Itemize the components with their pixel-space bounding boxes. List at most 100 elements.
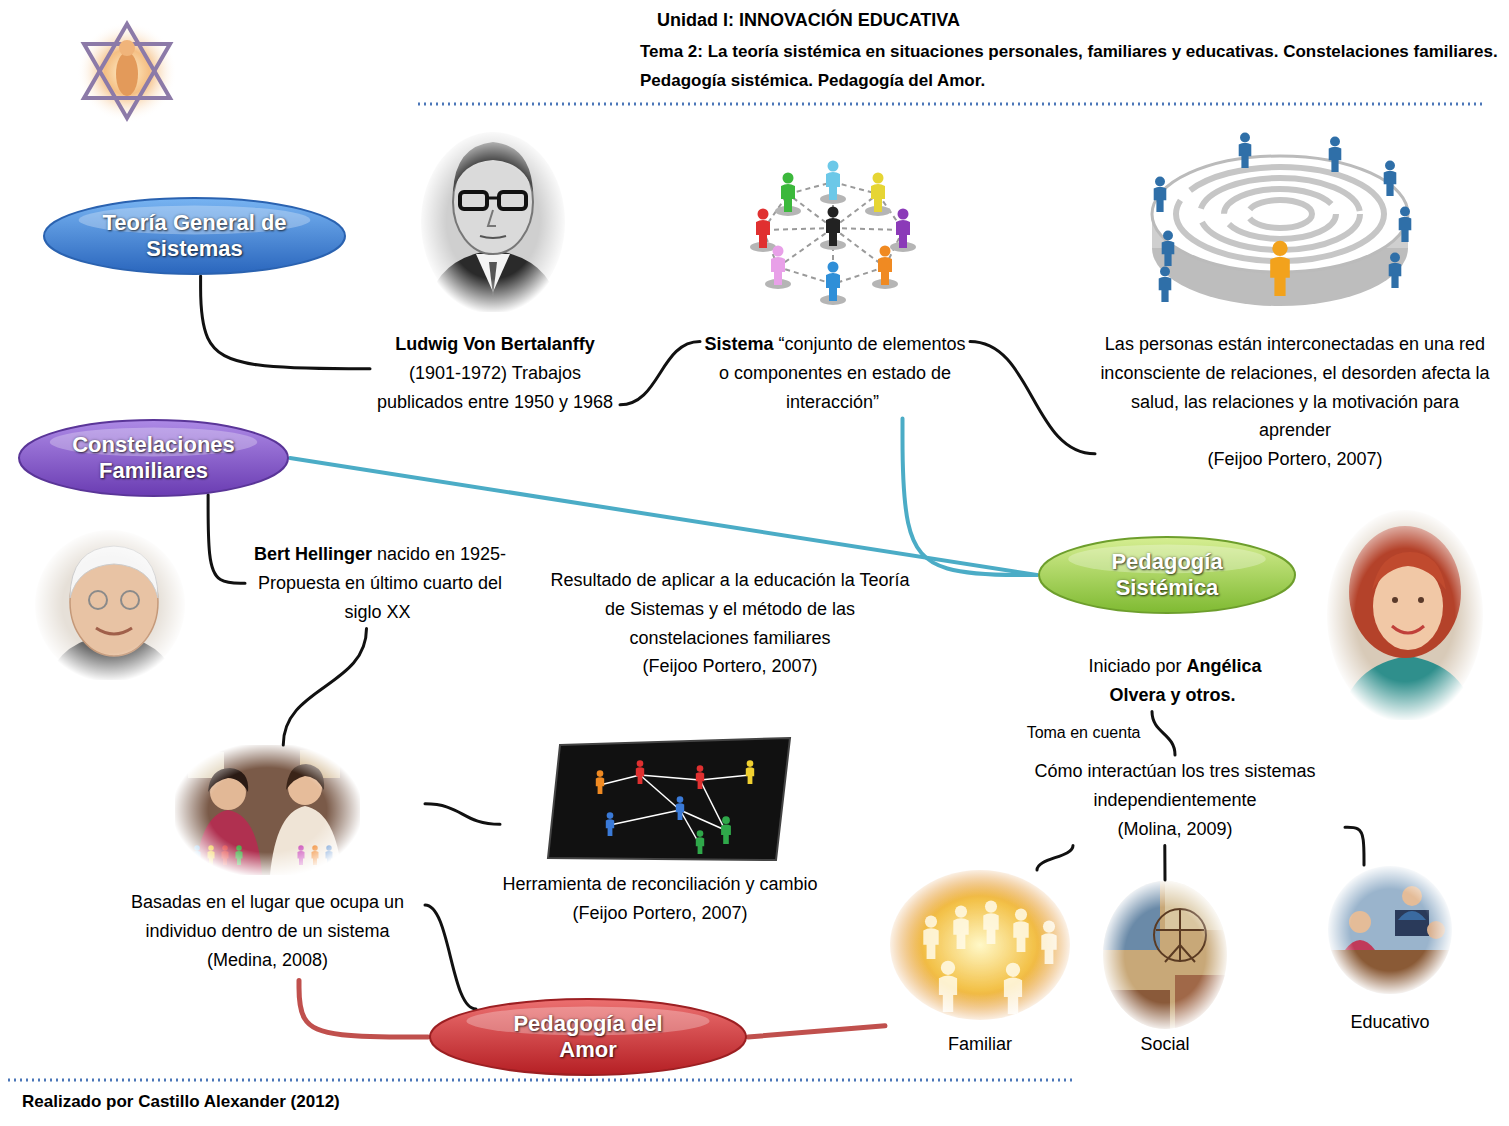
- board-figures: [696, 765, 704, 789]
- text-wrap: Ludwig Von Bertalanffy(1901-1972) Trabaj…: [374, 330, 616, 416]
- label-group: Resultado de aplicar a la educación la T…: [545, 566, 915, 681]
- network-figures: [771, 246, 785, 286]
- text-wrap: Basadas en el lugar que ocupa un individ…: [110, 888, 425, 974]
- concept-text: Bert Hellingernacido en 1925- Propuesta …: [245, 538, 515, 628]
- portrait-hellinger: [33, 528, 187, 682]
- concept-text: Iniciado porAngélica Olvera y otros.: [1060, 650, 1290, 712]
- board-figures: [606, 812, 614, 836]
- board-figures: [600, 775, 640, 785]
- topic-ellipse: Pedagogía Sistémica: [1037, 535, 1297, 615]
- labyrinth: [1270, 241, 1290, 296]
- labyrinth: [1159, 266, 1172, 302]
- board-figures: [548, 738, 790, 860]
- network-figures: [781, 173, 795, 213]
- text-wrap: Social: [1100, 1030, 1230, 1059]
- ellipse-fill: [44, 198, 345, 274]
- picture-social: [1100, 878, 1230, 1032]
- text-wrap: Pedagogía Sistémica: [1092, 549, 1242, 602]
- labyrinth: [1399, 206, 1412, 242]
- topic-ellipse: Teoría General de Sistemas: [42, 196, 347, 276]
- dotted-rule: [418, 103, 1485, 106]
- dotted-rule: [8, 104, 1485, 1080]
- labyrinth: [1239, 132, 1252, 168]
- concept-text: Las personas están interconectadas en un…: [1095, 328, 1495, 476]
- topic-ellipse: Constelaciones Familiares: [17, 418, 290, 498]
- picture-node: Basadas en el lugar que ocupa un individ…: [110, 745, 425, 980]
- node-text: Las personas están interconectadas en un…: [1099, 330, 1491, 445]
- portrait-olvera: [1325, 508, 1485, 722]
- labyrinth: [1152, 132, 1411, 306]
- network-figures: [826, 207, 840, 247]
- picture-educativo: [1326, 864, 1454, 996]
- board-figures: [636, 760, 644, 784]
- board-figures: [700, 775, 750, 780]
- node-text: Basadas en el lugar que ocupa un individ…: [110, 888, 425, 946]
- edge-label: Toma en cuenta: [1024, 724, 1144, 742]
- portrait-bertalanffy: [418, 128, 568, 314]
- portrait-hellinger: [33, 528, 187, 682]
- network-figures: [826, 161, 840, 201]
- label-group: Tema 2: La teoría sistémica en situacion…: [640, 38, 1500, 96]
- connector: [748, 1026, 885, 1037]
- network-figures: [878, 246, 892, 286]
- text-wrap: Las personas están interconectadas en un…: [1099, 330, 1491, 474]
- board-figures: [721, 816, 731, 844]
- portrait-bertalanffy: [418, 128, 568, 314]
- network-figures: [756, 209, 770, 249]
- text-wrap: Constelaciones Familiares: [64, 432, 244, 485]
- text-wrap: Sistema“conjunto de elementos o componen…: [704, 330, 966, 416]
- connector: [903, 418, 1038, 575]
- text-wrap: Bert Hellingernacido en 1925- Propuesta …: [249, 540, 511, 626]
- node-text: Social: [1100, 1030, 1230, 1059]
- connector: [208, 495, 245, 583]
- board-figures: [676, 796, 684, 820]
- connector: [620, 342, 700, 405]
- connector: [425, 905, 476, 1009]
- caption-text: Realizado por Castillo Alexander (2012): [22, 1092, 622, 1112]
- text-wrap: Iniciado porAngélica Olvera y otros.: [1064, 652, 1286, 710]
- connector: [1345, 827, 1364, 865]
- portrait-olvera: [1325, 508, 1485, 722]
- network-figures: [750, 161, 916, 306]
- picture-social: [1100, 878, 1230, 1032]
- picture-educativo: [1326, 864, 1454, 996]
- network-figures: [896, 209, 910, 249]
- connector: [1152, 712, 1175, 755]
- labyrinth: [1162, 230, 1175, 266]
- board-figures: [600, 775, 750, 845]
- node-text: Teoría General de Sistemas: [102, 210, 287, 263]
- network-figures: [750, 194, 916, 305]
- network-figures: [871, 173, 885, 213]
- text-wrap: Teoría General de Sistemas: [102, 210, 287, 263]
- board-figures: [696, 830, 704, 854]
- labyrinth: [1224, 189, 1336, 239]
- labyrinth: [1154, 176, 1167, 212]
- connector: [1037, 845, 1073, 870]
- dotted-rule: [8, 1079, 1075, 1082]
- connector: [299, 980, 428, 1037]
- node-text: Familiar: [885, 1030, 1075, 1059]
- text-wrap: Educativo: [1325, 1008, 1455, 1037]
- picture-educativo: [1326, 864, 1454, 996]
- ellipse-fill: [1039, 537, 1295, 613]
- node-text: (Medina, 2008): [110, 946, 425, 975]
- connector: [1163, 845, 1166, 880]
- connector: [201, 276, 370, 369]
- logo-icon: [116, 52, 138, 96]
- title-text: Unidad I: INNOVACIÓN EDUCATIVA: [657, 10, 1497, 31]
- node-text: Ludwig Von Bertalanffy: [374, 330, 616, 359]
- node-text: Cómo interactúan los tres sistemas indep…: [1009, 757, 1341, 815]
- note-text: Tema 2: La teoría sistémica en situacion…: [640, 38, 1500, 96]
- text-wrap: Pedagogía del Amor: [503, 1011, 673, 1064]
- board-figures: [680, 810, 725, 830]
- node-text: Sistema: [704, 334, 773, 354]
- node-text: Iniciado por: [1088, 656, 1181, 676]
- node-text: (Feijoo Portero, 2007): [1099, 445, 1491, 474]
- concept-text: Ludwig Von Bertalanffy(1901-1972) Trabaj…: [370, 328, 620, 418]
- topic-ellipse: Pedagogía del Amor: [428, 997, 748, 1077]
- node-text: (Feijoo Portero, 2007): [500, 899, 820, 928]
- ellipse-fill: [430, 999, 746, 1075]
- connector: [425, 804, 500, 825]
